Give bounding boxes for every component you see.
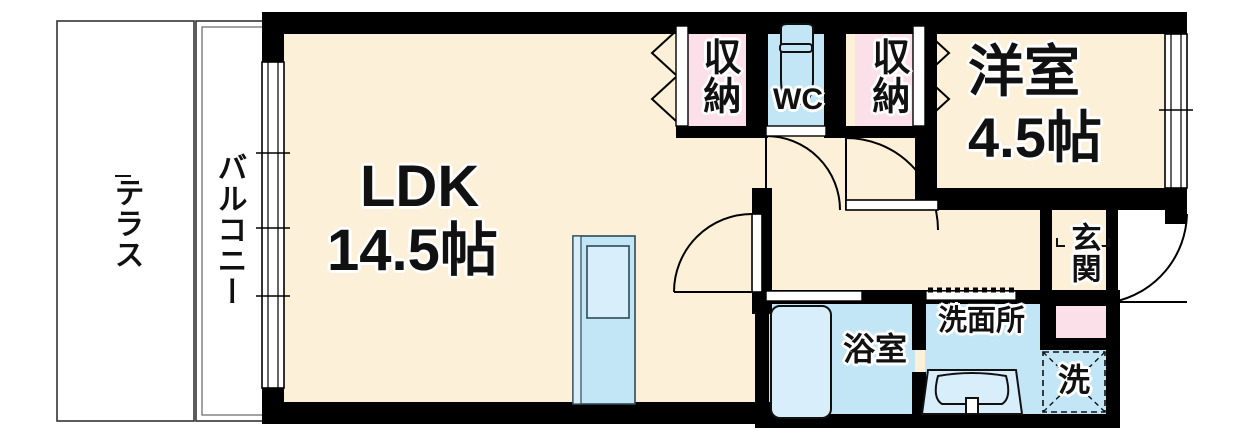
closet-right-doors[interactable] xyxy=(912,25,951,127)
closet-right-fill xyxy=(855,26,915,126)
shoe-cabinet-fill xyxy=(1056,302,1112,344)
closet-fills xyxy=(686,26,1112,344)
entrance-floor xyxy=(1053,210,1113,302)
wc-door xyxy=(765,125,841,211)
washitsu-floor xyxy=(962,22,1177,210)
balcony-label: バルコニー xyxy=(212,152,246,307)
toilet-icon xyxy=(779,23,814,106)
entrance-step-marks xyxy=(1056,238,1110,247)
bath-door xyxy=(765,290,863,302)
balcony-window xyxy=(256,61,290,389)
vanity-sink-icon xyxy=(920,369,1024,415)
closet-left-doors[interactable] xyxy=(650,25,689,127)
kitchen-sink-icon xyxy=(572,235,636,405)
washitsu-door xyxy=(845,137,939,231)
bathtub-icon xyxy=(770,305,832,419)
washitsu-window xyxy=(1159,33,1193,189)
terrace-label: テラス xyxy=(109,177,143,270)
washing-machine-slot-icon xyxy=(1042,351,1106,413)
ldk-door xyxy=(673,213,763,293)
closet-left-fill xyxy=(686,26,746,126)
washroom-door xyxy=(925,287,1017,301)
terrace-outline xyxy=(56,20,195,422)
entrance-door xyxy=(1112,213,1188,303)
